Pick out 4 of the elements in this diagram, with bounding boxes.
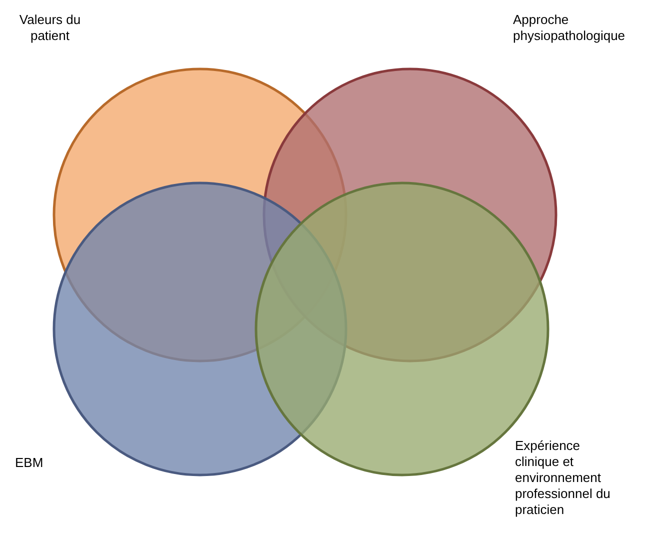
circle-label: Expérience clinique et environnement professionnel du praticien (515, 438, 625, 518)
circle-label: Approche physiopathologique (513, 12, 638, 44)
circle-label: Valeurs du patient (10, 12, 90, 44)
circle-label: EBM (15, 455, 75, 471)
